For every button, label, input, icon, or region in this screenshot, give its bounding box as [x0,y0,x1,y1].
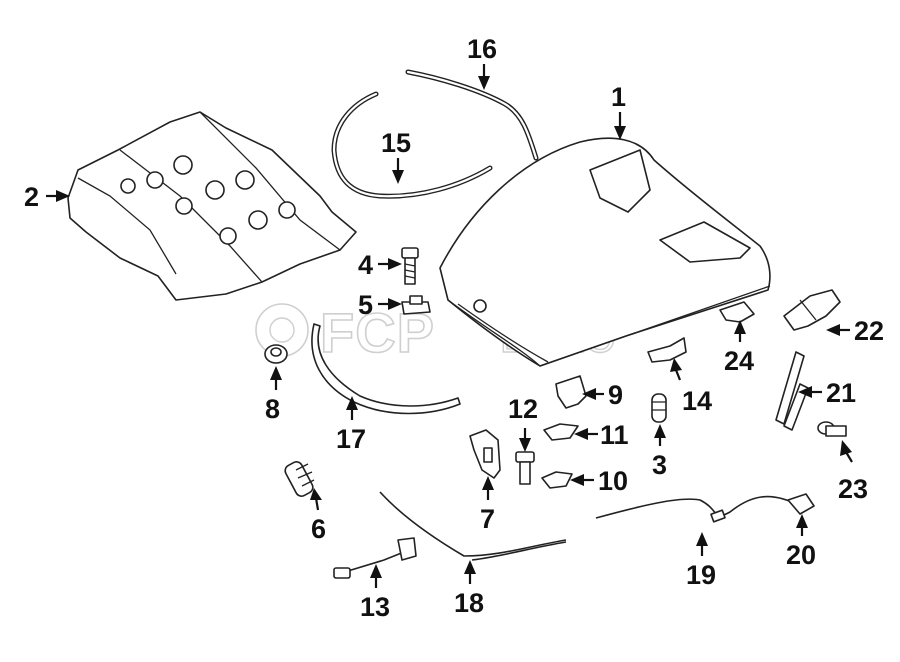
part-bolt-23[interactable] [817,421,847,437]
callout-label: 13 [360,592,390,622]
callout-8[interactable]: 8 [265,366,282,424]
part-bracket-7[interactable] [469,429,501,479]
callout-label: 5 [358,290,373,320]
callout-10[interactable]: 10 [570,466,628,496]
callout-24[interactable]: 24 [724,320,754,376]
callout-1[interactable]: 1 [611,82,626,140]
part-hood-seal-front[interactable] [331,91,493,199]
callout-15[interactable]: 15 [381,128,411,184]
part-release-cable-19[interactable] [595,495,801,523]
part-bolt-12[interactable] [515,451,535,485]
callout-19[interactable]: 19 [686,532,716,590]
callout-label: 1 [611,82,626,112]
part-release-cable-18[interactable] [379,491,567,561]
part-bolt-4[interactable] [401,247,419,285]
callout-18[interactable]: 18 [454,560,484,618]
callout-label: 7 [480,504,495,534]
callout-label: 22 [854,316,884,346]
part-hood-panel[interactable] [439,137,771,367]
callout-label: 17 [336,424,366,454]
part-bumper-9[interactable] [555,375,587,409]
part-hood-seal-rear[interactable] [405,69,539,161]
part-hinge-22[interactable] [783,289,841,331]
callout-label: 24 [724,346,754,376]
callout-label: 23 [838,474,868,504]
part-bumper-stop-3[interactable] [651,393,667,423]
part-clip-5[interactable] [401,295,431,315]
callout-21[interactable]: 21 [798,378,856,408]
callout-16[interactable]: 16 [467,34,497,90]
callout-label: 11 [600,420,629,450]
insulator-pads [120,155,296,245]
callout-6[interactable]: 6 [310,488,326,544]
callout-label: 2 [24,182,39,212]
part-strut-21[interactable] [775,351,809,431]
part-hose-6[interactable] [283,460,315,498]
callout-12[interactable]: 12 [508,394,538,452]
part-clip-20[interactable] [787,493,815,515]
part-seal-strip-17[interactable] [311,323,461,415]
callout-label: 16 [467,34,497,64]
callout-label: 8 [265,394,280,424]
part-connector-13[interactable] [333,537,417,579]
callout-3[interactable]: 3 [652,424,667,480]
callout-label: 9 [608,380,623,410]
callout-5[interactable]: 5 [358,290,402,320]
callout-label: 14 [682,386,712,416]
part-hood-insulator[interactable] [67,111,357,301]
part-emblem-11[interactable] [543,423,579,441]
callout-11[interactable]: 11 [574,420,629,450]
callout-label: 3 [652,450,667,480]
callout-13[interactable]: 13 [360,564,390,622]
callout-label: 21 [826,378,856,408]
callout-label: 4 [358,250,373,280]
callout-20[interactable]: 20 [786,514,816,570]
callout-label: 19 [686,560,716,590]
callout-9[interactable]: 9 [582,380,623,410]
callout-22[interactable]: 22 [826,316,884,346]
callout-14[interactable]: 14 [670,358,712,416]
part-grommet-8[interactable] [264,344,288,364]
part-emblem-10[interactable] [541,471,573,489]
part-pad-24[interactable] [719,301,755,323]
callout-label: 20 [786,540,816,570]
callout-17[interactable]: 17 [336,396,366,454]
callout-label: 15 [381,128,411,158]
callout-2[interactable]: 2 [24,182,70,212]
callout-23[interactable]: 23 [838,440,868,504]
part-bracket-14[interactable] [647,337,687,363]
callout-label: 12 [508,394,538,424]
callout-label: 6 [311,514,326,544]
callout-label: 10 [598,466,628,496]
callout-7[interactable]: 7 [480,476,495,534]
callout-label: 18 [454,588,484,618]
callout-4[interactable]: 4 [358,250,402,280]
